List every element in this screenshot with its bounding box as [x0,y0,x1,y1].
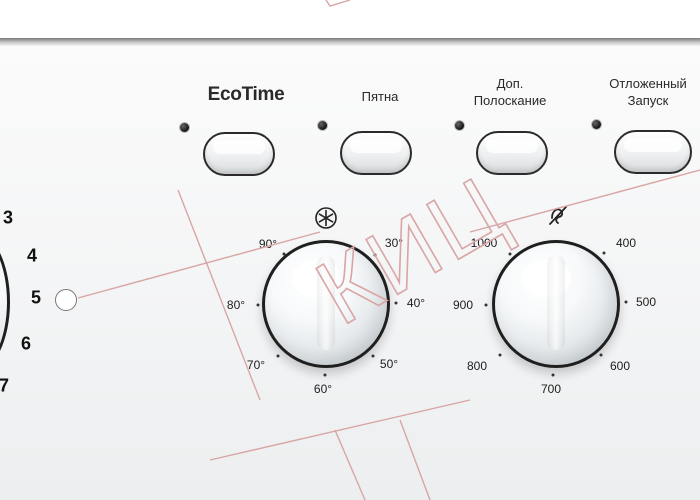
stains-led [318,121,327,130]
no-spin-icon [549,206,567,225]
temp-30-label: 30° [384,236,404,250]
spin-knob-grip [547,255,565,351]
spin-1000-label: 1000 [470,236,498,250]
delay-start-label: Отложенный Запуск [592,75,700,109]
temp-40-label: 40° [406,296,426,310]
spin-1000-dot [508,252,512,256]
delay-start-label-line2: Запуск [627,93,669,108]
extra-rinse-label-line1: Доп. [496,76,524,91]
stains-button[interactable] [340,131,412,175]
spin-500-label: 500 [635,295,657,309]
temp-50-dot [371,354,375,358]
temp-80-dot [256,303,260,307]
program-number-6: 6 [20,333,32,354]
stains-label: Пятна [361,89,399,104]
temp-60-label: 60° [313,382,333,396]
ecotime-label: EcoTime [207,84,285,105]
delay-start-led [592,120,601,129]
program-number-5: 5 [30,287,42,308]
extra-rinse-label-line2: Полоскание [473,93,547,108]
spin-900-dot [484,303,488,307]
delay-start-label-line1: Отложенный [609,76,687,91]
spin-knob[interactable] [492,240,620,368]
program-number-4: 4 [26,245,38,266]
temperature-knob[interactable] [262,240,390,368]
temp-70-dot [276,354,280,358]
temp-50-label: 50° [379,357,399,371]
ecotime-button[interactable] [203,132,275,176]
temp-70-label: 70° [246,358,266,372]
extra-rinse-label: Доп. Полоскание [455,75,565,109]
temp-90-label: 90° [258,237,278,251]
spin-800-label: 800 [466,359,488,373]
program-selector-marker [55,289,77,311]
spin-600-dot [599,353,603,357]
spin-400-label: 400 [615,236,637,250]
temp-80-label: 80° [226,298,246,312]
delay-start-button[interactable] [614,130,692,174]
spin-700-label: 700 [540,382,562,396]
spin-400-dot [602,251,606,255]
ecotime-led [180,123,189,132]
program-number-3: 3 [2,207,14,228]
panel-top-edge [0,38,700,46]
temperature-knob-grip [317,255,335,351]
spin-600-label: 600 [609,359,631,373]
spin-800-dot [498,353,502,357]
watermark-line-top [325,0,351,7]
temp-40-dot [394,301,398,305]
program-number-7: 7 [0,375,10,396]
spin-500-dot [624,300,628,304]
spin-700-dot [551,373,555,377]
extra-rinse-button[interactable] [476,131,548,175]
temp-60-dot [323,373,327,377]
temp-30-dot [373,253,377,257]
extra-rinse-led [455,121,464,130]
snowflake-icon [315,207,337,229]
spin-900-label: 900 [452,298,474,312]
temp-90-dot [282,252,286,256]
